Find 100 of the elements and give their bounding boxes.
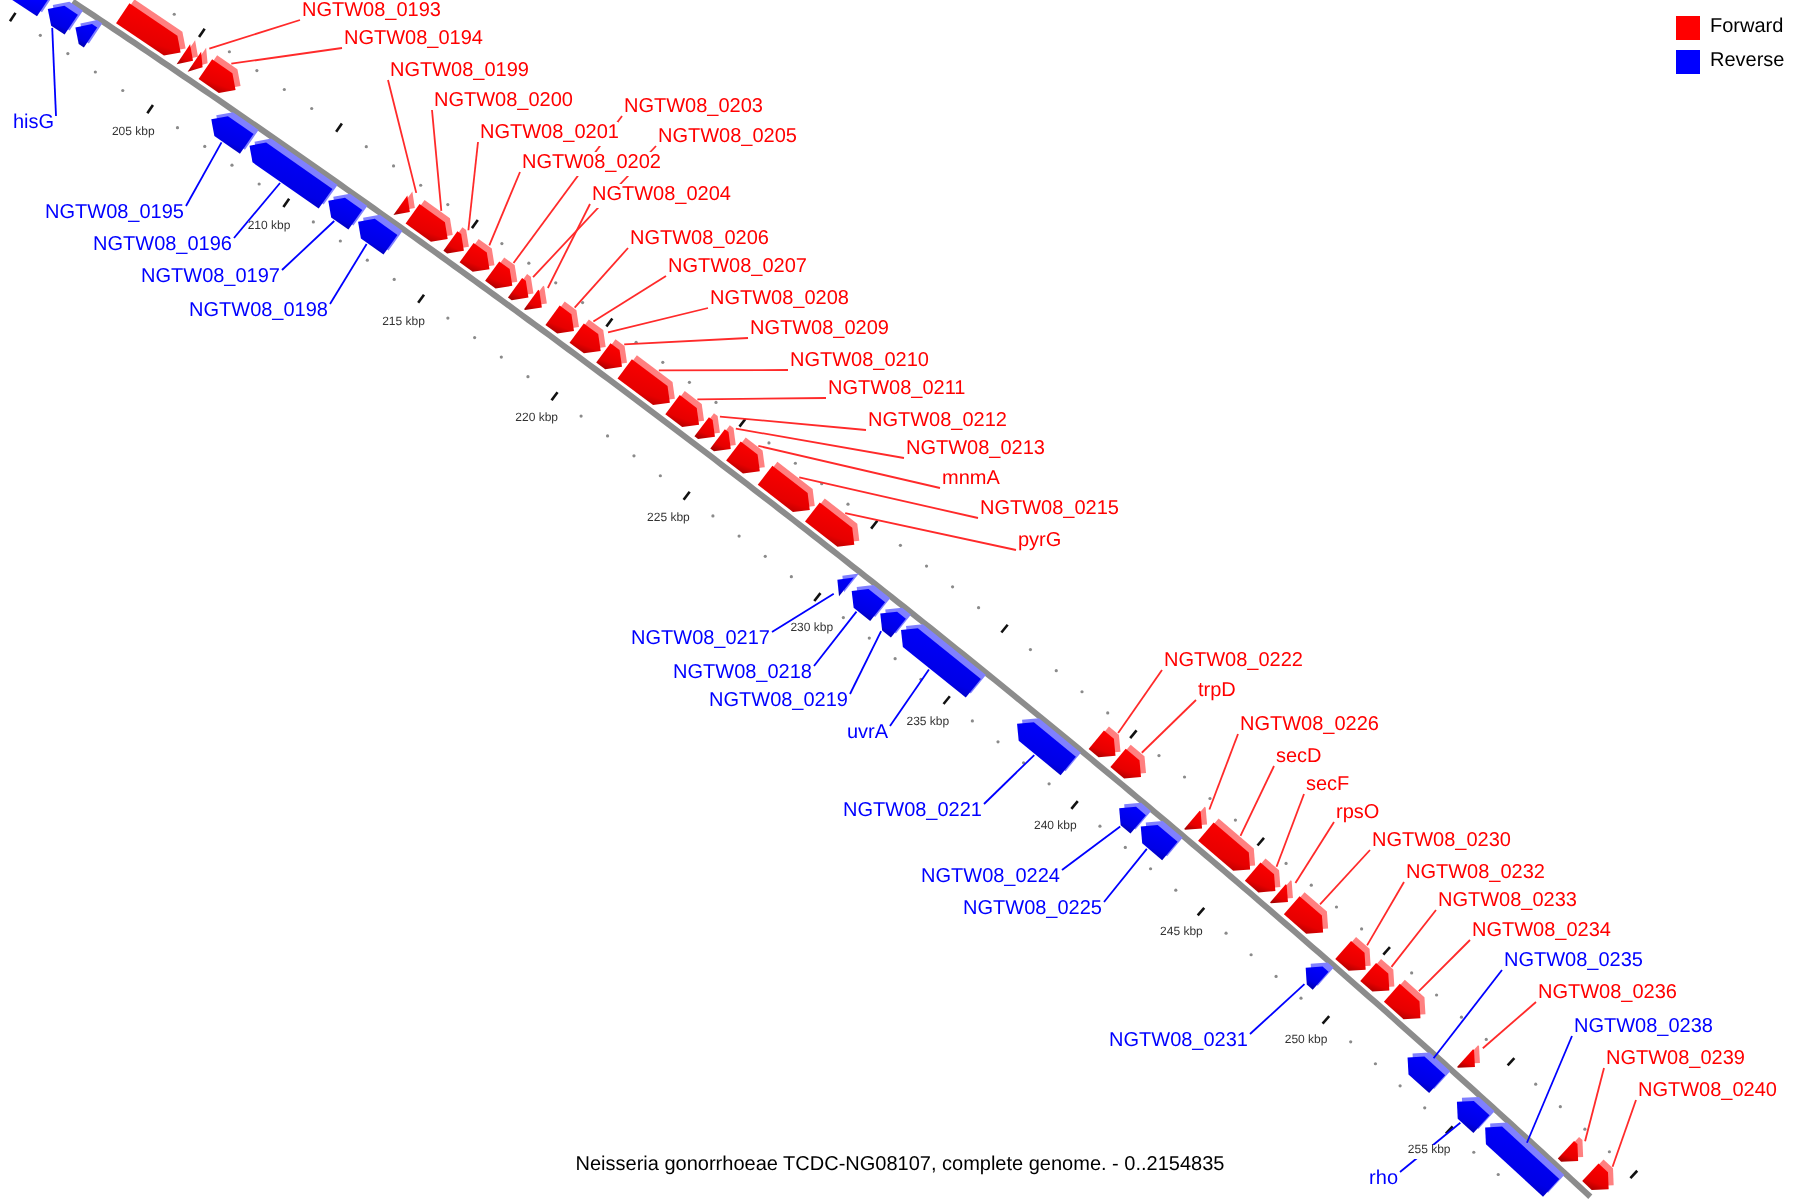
gene-block: [1305, 962, 1334, 990]
gene-block: [405, 200, 453, 242]
gene-block: [198, 55, 241, 93]
gene-block: [1244, 858, 1281, 893]
leader-line: [983, 754, 1036, 805]
gene-label: NGTW08_0215: [980, 498, 1119, 522]
gene-block: [805, 498, 860, 547]
leader-line: [719, 415, 867, 431]
gene-label: NGTW08_0208: [710, 288, 849, 312]
leader-line: [1275, 793, 1305, 868]
gene-block: [1017, 718, 1081, 776]
leader-line: [1140, 699, 1197, 754]
gene-block: [1110, 744, 1146, 779]
gene-label: NGTW08_0210: [790, 350, 929, 374]
caption: Neisseria gonorrhoeae TCDC-NG08107, complete genome. - 0..2154835: [575, 1154, 1225, 1178]
leader-line: [1584, 1067, 1605, 1143]
gene-label: NGTW08_0206: [630, 228, 769, 252]
gene-block: [569, 319, 606, 354]
gene-block: [358, 214, 403, 255]
leader-line: [1294, 821, 1335, 884]
gene-block: [617, 355, 675, 406]
gene-block: [12, 0, 51, 17]
leader-line: [1526, 1035, 1573, 1144]
gene-block: [1088, 726, 1121, 758]
leader-line: [798, 476, 979, 519]
gene-block: [1335, 936, 1371, 971]
gene-label: NGTW08_0202: [522, 152, 661, 176]
gene-block: [545, 301, 579, 334]
leader-line: [771, 592, 835, 633]
gene-block: [596, 339, 627, 370]
gene-block: [1407, 1052, 1451, 1093]
gene-block: [851, 585, 891, 621]
gene-block: [1140, 821, 1183, 861]
leader-line: [281, 220, 336, 271]
gene-label: NGTW08_0200: [434, 90, 573, 114]
leader-line: [889, 668, 930, 727]
gene-label: NGTW08_0226: [1240, 714, 1379, 738]
gene-label: NGTW08_0221: [843, 800, 982, 824]
gene-block: [665, 391, 705, 428]
gene-block: [249, 138, 338, 209]
gene-block: [211, 112, 259, 154]
leader-line: [1390, 909, 1437, 968]
gene-label: NGTW08_0212: [868, 410, 1007, 434]
gene-block: [116, 0, 186, 56]
gene-block: [1283, 892, 1329, 934]
gene-label: NGTW08_0217: [631, 628, 770, 652]
leader-line: [1103, 847, 1148, 903]
leader-line: [1366, 881, 1405, 947]
gene-label: NGTW08_0203: [624, 96, 763, 120]
gene-block: [187, 47, 208, 72]
leader-line: [1432, 969, 1503, 1060]
gene-block: [485, 257, 518, 289]
gene-label: NGTW08_0222: [1164, 650, 1303, 674]
gene-block: [1582, 1159, 1614, 1190]
gene-label: NGTW08_0219: [709, 690, 848, 714]
leader-line: [573, 247, 629, 309]
legend-label: Reverse: [1710, 50, 1785, 74]
leader-line: [488, 171, 521, 247]
gene-block: [1457, 1045, 1480, 1068]
gene-block: [507, 274, 534, 301]
gene-block: [1456, 1097, 1495, 1133]
leader-line: [813, 610, 858, 667]
leader-line: [1117, 669, 1163, 734]
gene-block: [176, 40, 198, 65]
gene-label: NGTW08_0209: [750, 318, 889, 342]
gene-label: trpD: [1198, 680, 1236, 704]
leader-line: [1061, 825, 1122, 871]
leader-line: [233, 182, 281, 239]
gene-block: [1485, 1122, 1565, 1197]
gene-label: NGTW08_0198: [189, 300, 328, 324]
leader-line: [467, 141, 479, 232]
leader-line: [1239, 765, 1275, 837]
gene-label: NGTW08_0194: [344, 28, 483, 52]
leader-line: [208, 19, 301, 50]
legend-label: Forward: [1710, 16, 1784, 40]
gene-block: [1198, 818, 1256, 871]
gene-block: [757, 461, 815, 512]
gene-block: [1360, 958, 1395, 992]
leader-line: [1319, 849, 1371, 906]
gene-block: [1270, 880, 1293, 904]
gene-block: [524, 285, 547, 310]
gene-block: [328, 193, 368, 230]
gene-block: [459, 238, 495, 272]
gene-block: [1557, 1136, 1584, 1162]
gene-block: [1383, 979, 1426, 1020]
leader-line: [230, 47, 343, 65]
gene-label: NGTW08_0199: [390, 60, 529, 84]
leader-line: [844, 512, 1017, 551]
leader-line: [696, 397, 827, 401]
gene-label: NGTW08_0193: [302, 0, 441, 24]
gene-label: NGTW08_0197: [141, 266, 280, 290]
gene-label: rpsO: [1336, 802, 1380, 826]
gene-block: [75, 20, 103, 48]
leader-line: [1481, 1001, 1537, 1050]
gene-label: NGTW08_0213: [906, 438, 1045, 462]
gene-label: NGTW08_0232: [1406, 862, 1545, 886]
gene-label: NGTW08_0196: [93, 234, 232, 258]
gene-label: pyrG: [1018, 530, 1062, 554]
gene-block: [901, 624, 986, 698]
leader-line: [592, 275, 667, 323]
